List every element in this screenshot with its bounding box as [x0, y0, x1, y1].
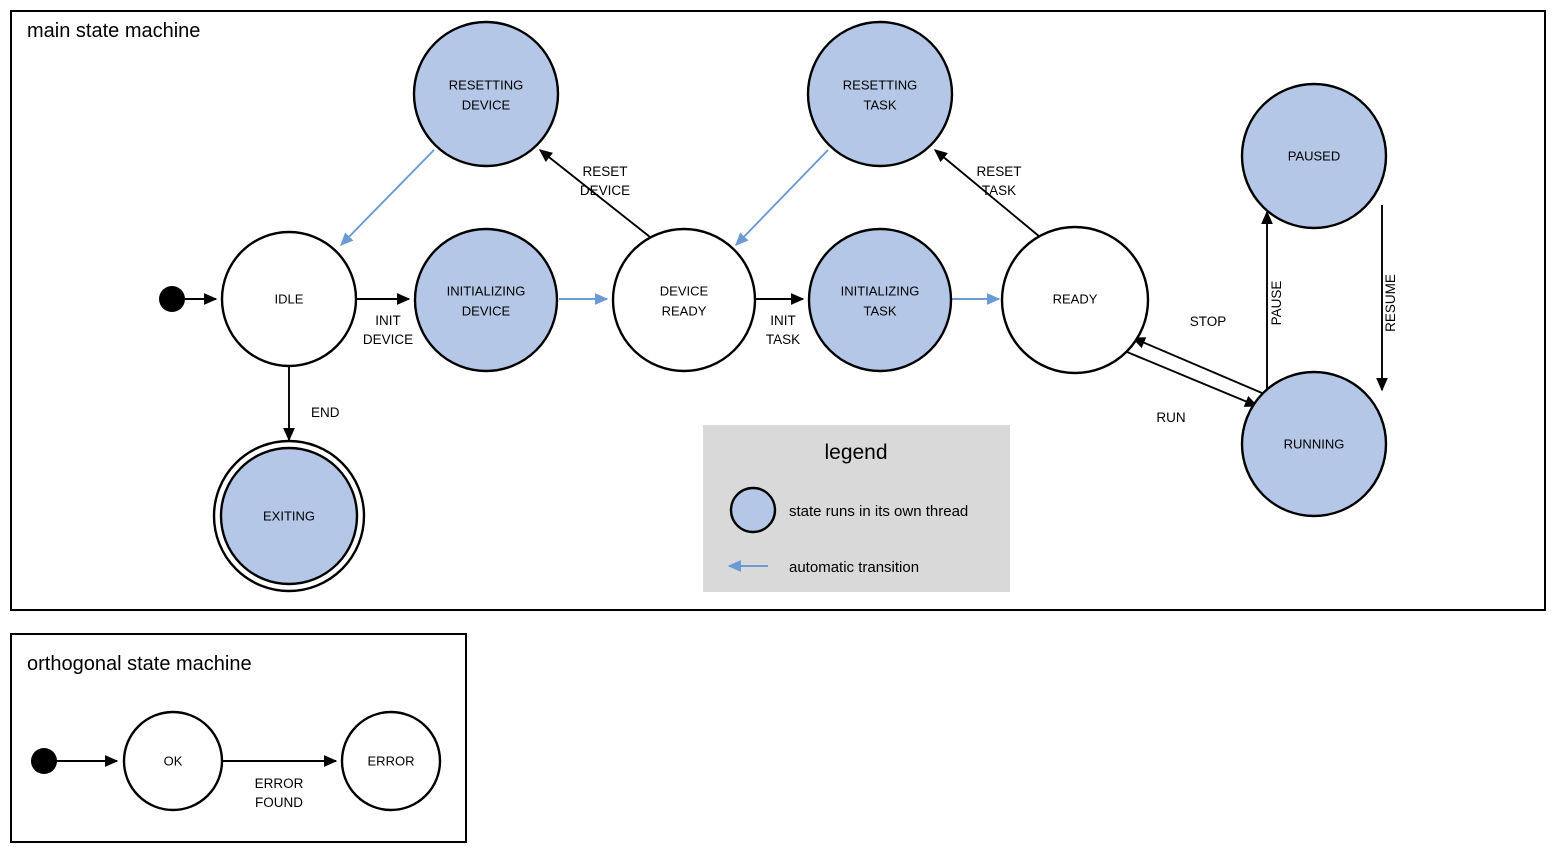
legend-thread-state-swatch	[729, 486, 777, 534]
state-paused[interactable]: PAUSED	[1240, 82, 1388, 230]
legend-item-automatic-label: automatic transition	[789, 559, 919, 576]
edge-resetting-task-to-device-ready	[735, 149, 829, 246]
state-resetting-task-shape	[806, 20, 954, 168]
transition-label-error-found-line1: ERROR	[255, 776, 304, 791]
state-error-label: ERROR	[368, 753, 415, 768]
state-resetting-device-label-line1: RESETTING	[449, 77, 523, 92]
transition-label-reset-task-line2: TASK	[982, 183, 1016, 198]
state-initializing-task[interactable]: INITIALIZING TASK	[807, 227, 953, 373]
state-initializing-device[interactable]: INITIALIZING DEVICE	[413, 227, 559, 373]
state-paused-label: PAUSED	[1288, 148, 1341, 163]
state-exiting-label: EXITING	[263, 508, 315, 523]
state-exiting-shape	[219, 446, 359, 586]
state-resetting-task[interactable]: RESETTING TASK	[806, 20, 954, 168]
orthogonal-state-machine-title: orthogonal state machine	[27, 653, 252, 675]
edge-ready-to-resetting-task	[933, 149, 1041, 238]
transition-label-error-found-line2: FOUND	[255, 795, 303, 810]
edge-device-ready-to-resetting-device	[538, 149, 651, 238]
initial-state-dot	[159, 286, 185, 312]
transition-label-reset-device-line1: RESET	[582, 164, 627, 179]
orthogonal-state-machine-frame	[10, 633, 467, 843]
transition-label-init-device-line1: INIT	[375, 313, 401, 328]
transition-label-stop: STOP	[1190, 314, 1227, 329]
state-device-ready-shape	[611, 227, 757, 373]
state-initializing-device-shape	[413, 227, 559, 373]
legend: legend state runs in its own thread auto…	[703, 425, 1010, 592]
orthogonal-initial-state-dot	[31, 748, 57, 774]
state-running[interactable]: RUNNING	[1240, 370, 1388, 518]
edge-running-to-ready	[1131, 337, 1263, 394]
state-idle-shape	[220, 230, 358, 368]
main-state-machine-title: main state machine	[27, 20, 200, 42]
state-initializing-device-label-line2: DEVICE	[462, 303, 511, 318]
main-state-machine-frame	[10, 10, 1546, 611]
state-ready-shape	[1000, 225, 1150, 375]
legend-title: legend	[824, 441, 887, 464]
state-initializing-device-label-line1: INITIALIZING	[447, 283, 526, 298]
state-running-label: RUNNING	[1284, 436, 1345, 451]
state-error-shape	[340, 710, 442, 812]
state-error[interactable]: ERROR	[340, 710, 442, 812]
state-ok-shape	[122, 710, 224, 812]
state-resetting-device-label-line2: DEVICE	[462, 97, 511, 112]
transition-label-reset-task-line1: RESET	[976, 164, 1021, 179]
transition-label-resume: RESUME	[1383, 274, 1398, 332]
state-ready[interactable]: READY	[1000, 225, 1150, 375]
transition-label-init-device-line2: DEVICE	[363, 332, 413, 347]
transition-label-init-task-line2: TASK	[766, 332, 800, 347]
legend-item-thread-label: state runs in its own thread	[789, 503, 968, 520]
transition-label-reset-device-line2: DEVICE	[580, 183, 630, 198]
state-initializing-task-label-line1: INITIALIZING	[841, 283, 920, 298]
state-resetting-task-label-line2: TASK	[864, 97, 897, 112]
state-device-ready[interactable]: DEVICE READY	[611, 227, 757, 373]
state-initializing-task-label-line2: TASK	[864, 303, 897, 318]
transition-label-end: END	[311, 405, 340, 420]
state-idle[interactable]: IDLE	[220, 230, 358, 368]
state-idle-label: IDLE	[275, 291, 304, 306]
state-exiting[interactable]: EXITING	[212, 439, 366, 593]
state-paused-shape	[1240, 82, 1388, 230]
state-resetting-device[interactable]: RESETTING DEVICE	[412, 20, 560, 168]
edge-resetting-device-to-idle	[340, 149, 435, 246]
state-initializing-task-shape	[807, 227, 953, 373]
state-device-ready-label-line2: READY	[662, 303, 707, 318]
edge-ready-to-running	[1126, 351, 1259, 407]
state-resetting-device-shape	[412, 20, 560, 168]
state-running-shape	[1240, 370, 1388, 518]
state-resetting-task-label-line1: RESETTING	[843, 77, 917, 92]
state-device-ready-label-line1: DEVICE	[660, 283, 709, 298]
transition-label-run: RUN	[1156, 410, 1185, 425]
state-ready-label: READY	[1053, 291, 1098, 306]
state-ok[interactable]: OK	[122, 710, 224, 812]
transition-label-pause: PAUSE	[1269, 281, 1284, 326]
transition-label-init-task-line1: INIT	[770, 313, 796, 328]
state-ok-label: OK	[164, 753, 183, 768]
